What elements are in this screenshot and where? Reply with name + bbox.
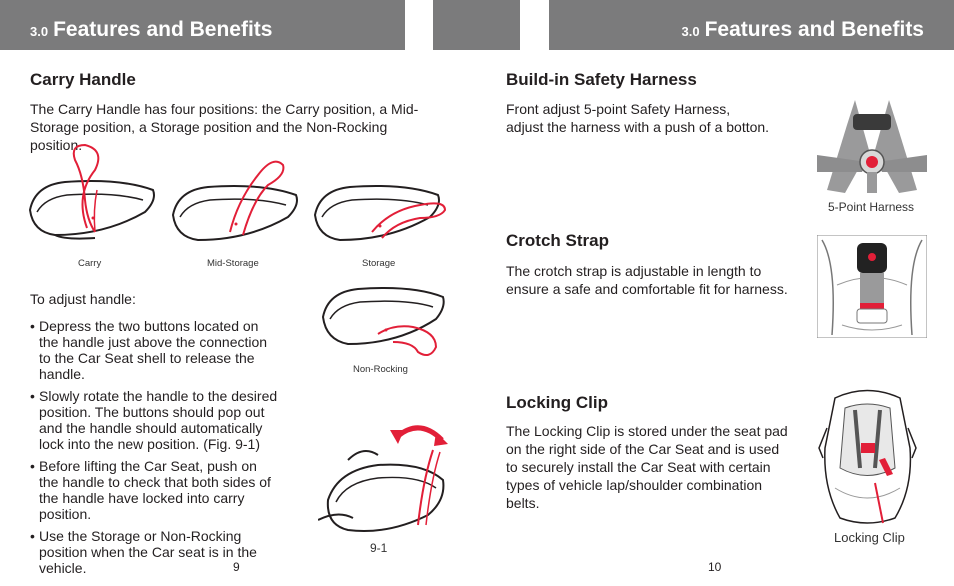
section-number: 3.0 [30,24,49,39]
car-seat-mid-storage-illustration [171,160,298,242]
caption-storage: Storage [362,258,396,269]
car-seat-carry-illustration [28,143,155,240]
caption-carry: Carry [78,258,102,269]
list-item: Depress the two buttons located on the h… [30,318,278,382]
harness-heading: Build-in Safety Harness [506,70,697,89]
right-header-bar: 3.0 Features and Benefits [549,0,954,50]
locking-clip-heading: Locking Clip [506,393,608,412]
list-item: Before lifting the Car Seat, push on the… [30,458,278,522]
harness-photo [817,100,927,193]
carry-handle-heading: Carry Handle [30,70,136,89]
section-title-text: Features and Benefits [53,18,273,41]
left-page-number: 9 [233,560,240,574]
section-title-text: Features and Benefits [704,18,924,41]
harness-text: Front adjust 5-point Safety Harness, adj… [506,101,770,135]
left-header-bar: 3.0 Features and Benefits [0,0,405,50]
crotch-strap-photo [817,235,927,338]
list-item: Slowly rotate the handle to the desired … [30,388,278,452]
caption-non-rocking: Non-Rocking [353,364,408,375]
locking-clip-caption: Locking Clip [834,530,905,545]
locking-clip-photo [818,389,917,524]
car-seat-storage-illustration [313,185,447,242]
crotch-strap-text: The crotch strap is adjustable in length… [506,263,788,297]
crotch-strap-heading: Crotch Strap [506,231,609,250]
adjust-steps-list: Depress the two buttons located on the h… [30,318,278,582]
caption-mid-storage: Mid-Storage [207,258,259,269]
list-item: Use the Storage or Non-Rocking position … [30,528,278,576]
adjust-handle-label: To adjust handle: [30,291,136,307]
left-section-title: 3.0 Features and Benefits [30,18,272,42]
carry-handle-intro: The Carry Handle has four positions: the… [30,101,419,153]
car-seat-fig-9-1-illustration [318,449,445,532]
right-section-title: 3.0 Features and Benefits [682,18,924,42]
locking-clip-text: The Locking Clip is stored under the sea… [506,423,788,511]
right-page-number: 10 [708,560,722,574]
center-divider-bar [433,0,520,50]
harness-caption: 5-Point Harness [828,200,915,214]
section-number: 3.0 [681,24,700,39]
rotate-arrow-icon [390,425,448,446]
figure-label-9-1: 9-1 [370,541,388,555]
car-seat-non-rocking-illustration [321,287,445,357]
